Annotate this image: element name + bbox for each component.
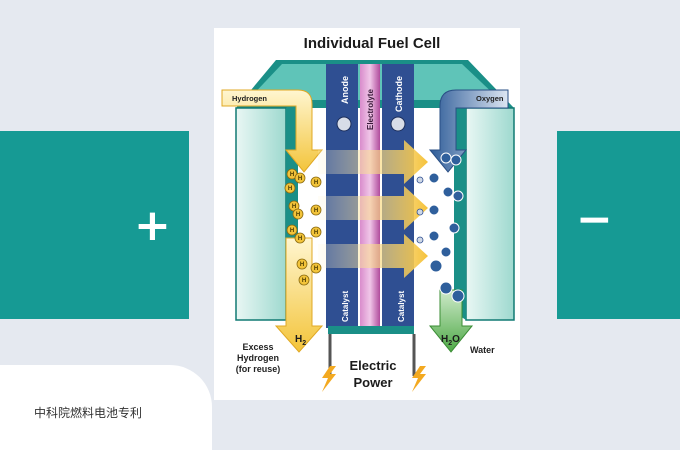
h-atom <box>298 274 310 286</box>
h2o-label: H2O <box>441 334 460 347</box>
o-atom <box>428 172 440 184</box>
electric-power-line2: Power <box>353 375 392 390</box>
h-atom-label: H <box>314 208 318 214</box>
h-atom-label: H <box>298 176 302 182</box>
left-accent-panel <box>0 131 189 319</box>
right-plate <box>465 107 515 321</box>
oxygen-label: Oxygen <box>476 94 504 103</box>
excess-label-line1: Excess <box>242 342 273 352</box>
o-atom <box>451 289 465 303</box>
h-atom <box>292 208 304 220</box>
h2o-h-symbol: H <box>441 334 448 345</box>
o-atom <box>452 190 464 202</box>
electron-dot <box>416 176 424 184</box>
h2-subscript: 2 <box>302 340 306 347</box>
h-atom <box>310 226 322 238</box>
o-atom <box>442 186 454 198</box>
h-atom-label: H <box>314 180 318 186</box>
h2o-o-symbol: O <box>452 334 460 345</box>
anode-label: Anode <box>340 76 350 104</box>
h-atom-label: H <box>298 236 302 242</box>
proton-arrow-1 <box>318 140 428 184</box>
h-atom-label: H <box>290 228 294 234</box>
lightning-icon <box>412 366 426 392</box>
catalyst-left-label: Catalyst <box>341 291 350 322</box>
anode-electron-badge <box>336 116 352 132</box>
o-atom <box>440 152 452 164</box>
oxygen-atoms <box>428 152 465 303</box>
cathode-label: Cathode <box>394 76 404 112</box>
h-atom-label: H <box>314 230 318 236</box>
o-atom <box>448 222 460 234</box>
excess-label-line3: (for reuse) <box>236 364 281 374</box>
cathode-electron-badge <box>390 116 406 132</box>
o-atom <box>450 154 462 166</box>
proton-arrow-3 <box>318 234 428 278</box>
catalyst-right-label: Catalyst <box>397 291 406 322</box>
proton-arrow-2 <box>318 186 428 230</box>
right-accent-panel <box>557 131 680 319</box>
lightning-icon <box>322 366 336 392</box>
h-atom <box>310 262 322 274</box>
water-label: Water <box>470 345 495 355</box>
h-atom <box>294 172 306 184</box>
h-atom-label: H <box>296 212 300 218</box>
electric-power-line1: Electric <box>350 358 397 373</box>
caption-card <box>0 365 212 450</box>
o-atom <box>428 230 440 242</box>
hydrogen-label: Hydrogen <box>232 94 267 103</box>
hydrogen-atoms <box>284 168 322 286</box>
h-atom <box>310 204 322 216</box>
caption-text: 中科院燃料电池专利 <box>34 406 143 420</box>
o-atom <box>428 204 440 216</box>
excess-label-line2: Hydrogen <box>237 353 279 363</box>
o-atom <box>439 281 453 295</box>
plus-sign: + <box>134 200 171 251</box>
h-atom-label: H <box>288 186 292 192</box>
h-atom <box>310 176 322 188</box>
cell-base <box>328 326 414 334</box>
left-plate <box>235 107 287 321</box>
diagram-title: Individual Fuel Cell <box>304 35 441 52</box>
electrolyte-label: Electrolyte <box>366 89 375 130</box>
h-atom <box>294 232 306 244</box>
electron-dot <box>416 208 424 216</box>
h2-label: H2 <box>295 334 306 347</box>
h-atom-label: H <box>290 172 294 178</box>
h-atom <box>296 258 308 270</box>
electron-dot <box>416 236 424 244</box>
o-atom <box>440 246 452 258</box>
o-atom <box>429 259 443 273</box>
h-atom-label: H <box>314 266 318 272</box>
h-atom <box>284 182 296 194</box>
hydrogen-inlet-arrow <box>221 89 324 173</box>
oxygen-inlet-arrow <box>428 89 509 173</box>
h2o-subscript: 2 <box>448 340 452 347</box>
h-atom <box>286 224 298 236</box>
minus-sign: − <box>576 194 613 245</box>
h-atom-label: H <box>302 278 306 284</box>
h-atom-label: H <box>292 204 296 210</box>
h2-symbol: H <box>295 334 302 345</box>
excess-hydrogen-arrow <box>274 237 324 353</box>
electron-dots <box>416 176 424 244</box>
h-atom-label: H <box>300 262 304 268</box>
